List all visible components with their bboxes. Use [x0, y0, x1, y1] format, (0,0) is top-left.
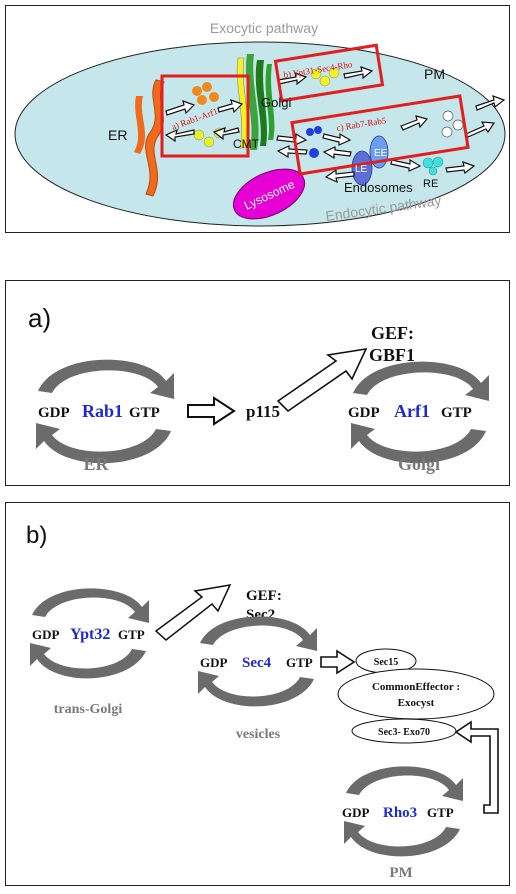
vesicles-blue [306, 126, 322, 158]
sec3-exo70-label: Sec3- Exo70 [378, 727, 430, 738]
sec3-exo70-node [351, 718, 457, 744]
rho3-to-sec3-arrow [454, 720, 499, 814]
rab1-name: Rab1 [82, 401, 123, 421]
rho3-gdp: GDP [342, 805, 370, 820]
vesicles-label: vesicles [236, 727, 281, 742]
vesicles-white [441, 110, 464, 138]
gef-line1: GEF: [371, 323, 414, 343]
rab1-to-p115-arrow [187, 396, 236, 426]
late-endosome [351, 150, 373, 186]
vesicles-orange [192, 82, 219, 105]
p115-label: p115 [246, 402, 280, 421]
panel-b: b) GDP Ypt32 GTP GEF: Sec2 GDP Sec4 GTP … [5, 502, 510, 886]
cell-body [14, 41, 506, 227]
sec4-gdp: GDP [200, 655, 228, 670]
pathway-overview-figure: Exocytic pathway Endocytic pathway PM ER… [14, 20, 506, 227]
pm-label: PM [424, 66, 445, 82]
panel-b-label: b) [26, 522, 47, 549]
panel-b-figure: b) GDP Ypt32 GTP GEF: Sec2 GDP Sec4 GTP … [26, 522, 499, 881]
ypt32-gdp: GDP [32, 627, 60, 642]
lysosome [232, 168, 306, 220]
golgi-location-label: Golgi [398, 454, 440, 474]
arf1-name: Arf1 [394, 401, 430, 421]
box-ypt31-sec4-rho [273, 43, 385, 103]
exocytic-pathway-label: Exocytic pathway [210, 20, 318, 36]
panel-a: a) GDP Rab1 GTP p115 GEF: GBF1 GDP Arf1 … [5, 280, 510, 486]
rab1-gdp: GDP [38, 405, 70, 421]
effector-line1: CommonEffector : [372, 681, 460, 693]
box-rab7-rab5 [290, 94, 470, 176]
sec4-to-sec15-arrow [320, 649, 356, 675]
vesicles-yellow-pm [310, 67, 340, 87]
pm-location-label: PM [389, 865, 412, 881]
rab1-cycle-arrows [36, 359, 174, 464]
transport-arrows [164, 66, 506, 184]
sec4-gtp: GTP [286, 655, 313, 670]
le-label: LE [355, 164, 368, 175]
cmt-label: CMT [233, 137, 260, 151]
endosomes-label: Endosomes [344, 180, 413, 195]
panel-a-label: a) [28, 303, 51, 333]
rho3-gtp: GTP [427, 805, 454, 820]
rho3-cycle-arrows [344, 766, 463, 857]
common-effector-node [337, 668, 495, 720]
rho3-name: Rho3 [383, 805, 417, 821]
sec15-label: Sec15 [374, 657, 398, 668]
trans-golgi-label: trans-Golgi [54, 702, 123, 717]
er-location-label: ER [83, 454, 109, 474]
re-label: RE [423, 178, 438, 190]
panel-a-figure: a) GDP Rab1 GTP p115 GEF: GBF1 GDP Arf1 … [28, 303, 489, 474]
gef-line2: GBF1 [369, 345, 415, 365]
er-membrane-fold [134, 96, 146, 154]
arf1-cycle-arrows [351, 361, 489, 464]
sec4-name: Sec4 [242, 655, 272, 671]
ypt32-cycle-arrows [30, 588, 149, 679]
p115-to-gef-arrow [276, 347, 368, 413]
vesicles-cyan [422, 156, 444, 176]
ypt32-gtp: GTP [118, 627, 145, 642]
box-rab1-arf1 [160, 74, 250, 158]
ee-label: EE [374, 148, 388, 159]
gef-sec2-line1: GEF: [246, 588, 282, 604]
ypt32-name: Ypt32 [70, 626, 110, 643]
pathway-overview-panel: Exocytic pathway Endocytic pathway PM ER… [5, 5, 510, 233]
golgi-label: Golgi [261, 95, 291, 110]
rab1-gtp: GTP [129, 405, 160, 421]
ypt32-to-gef-arrow [154, 584, 232, 641]
arf1-gtp: GTP [441, 405, 472, 421]
effector-line2: Exocyst [398, 697, 435, 709]
er-label: ER [108, 127, 127, 143]
sec4-cycle-arrows [198, 616, 317, 707]
arf1-gdp: GDP [348, 405, 380, 421]
